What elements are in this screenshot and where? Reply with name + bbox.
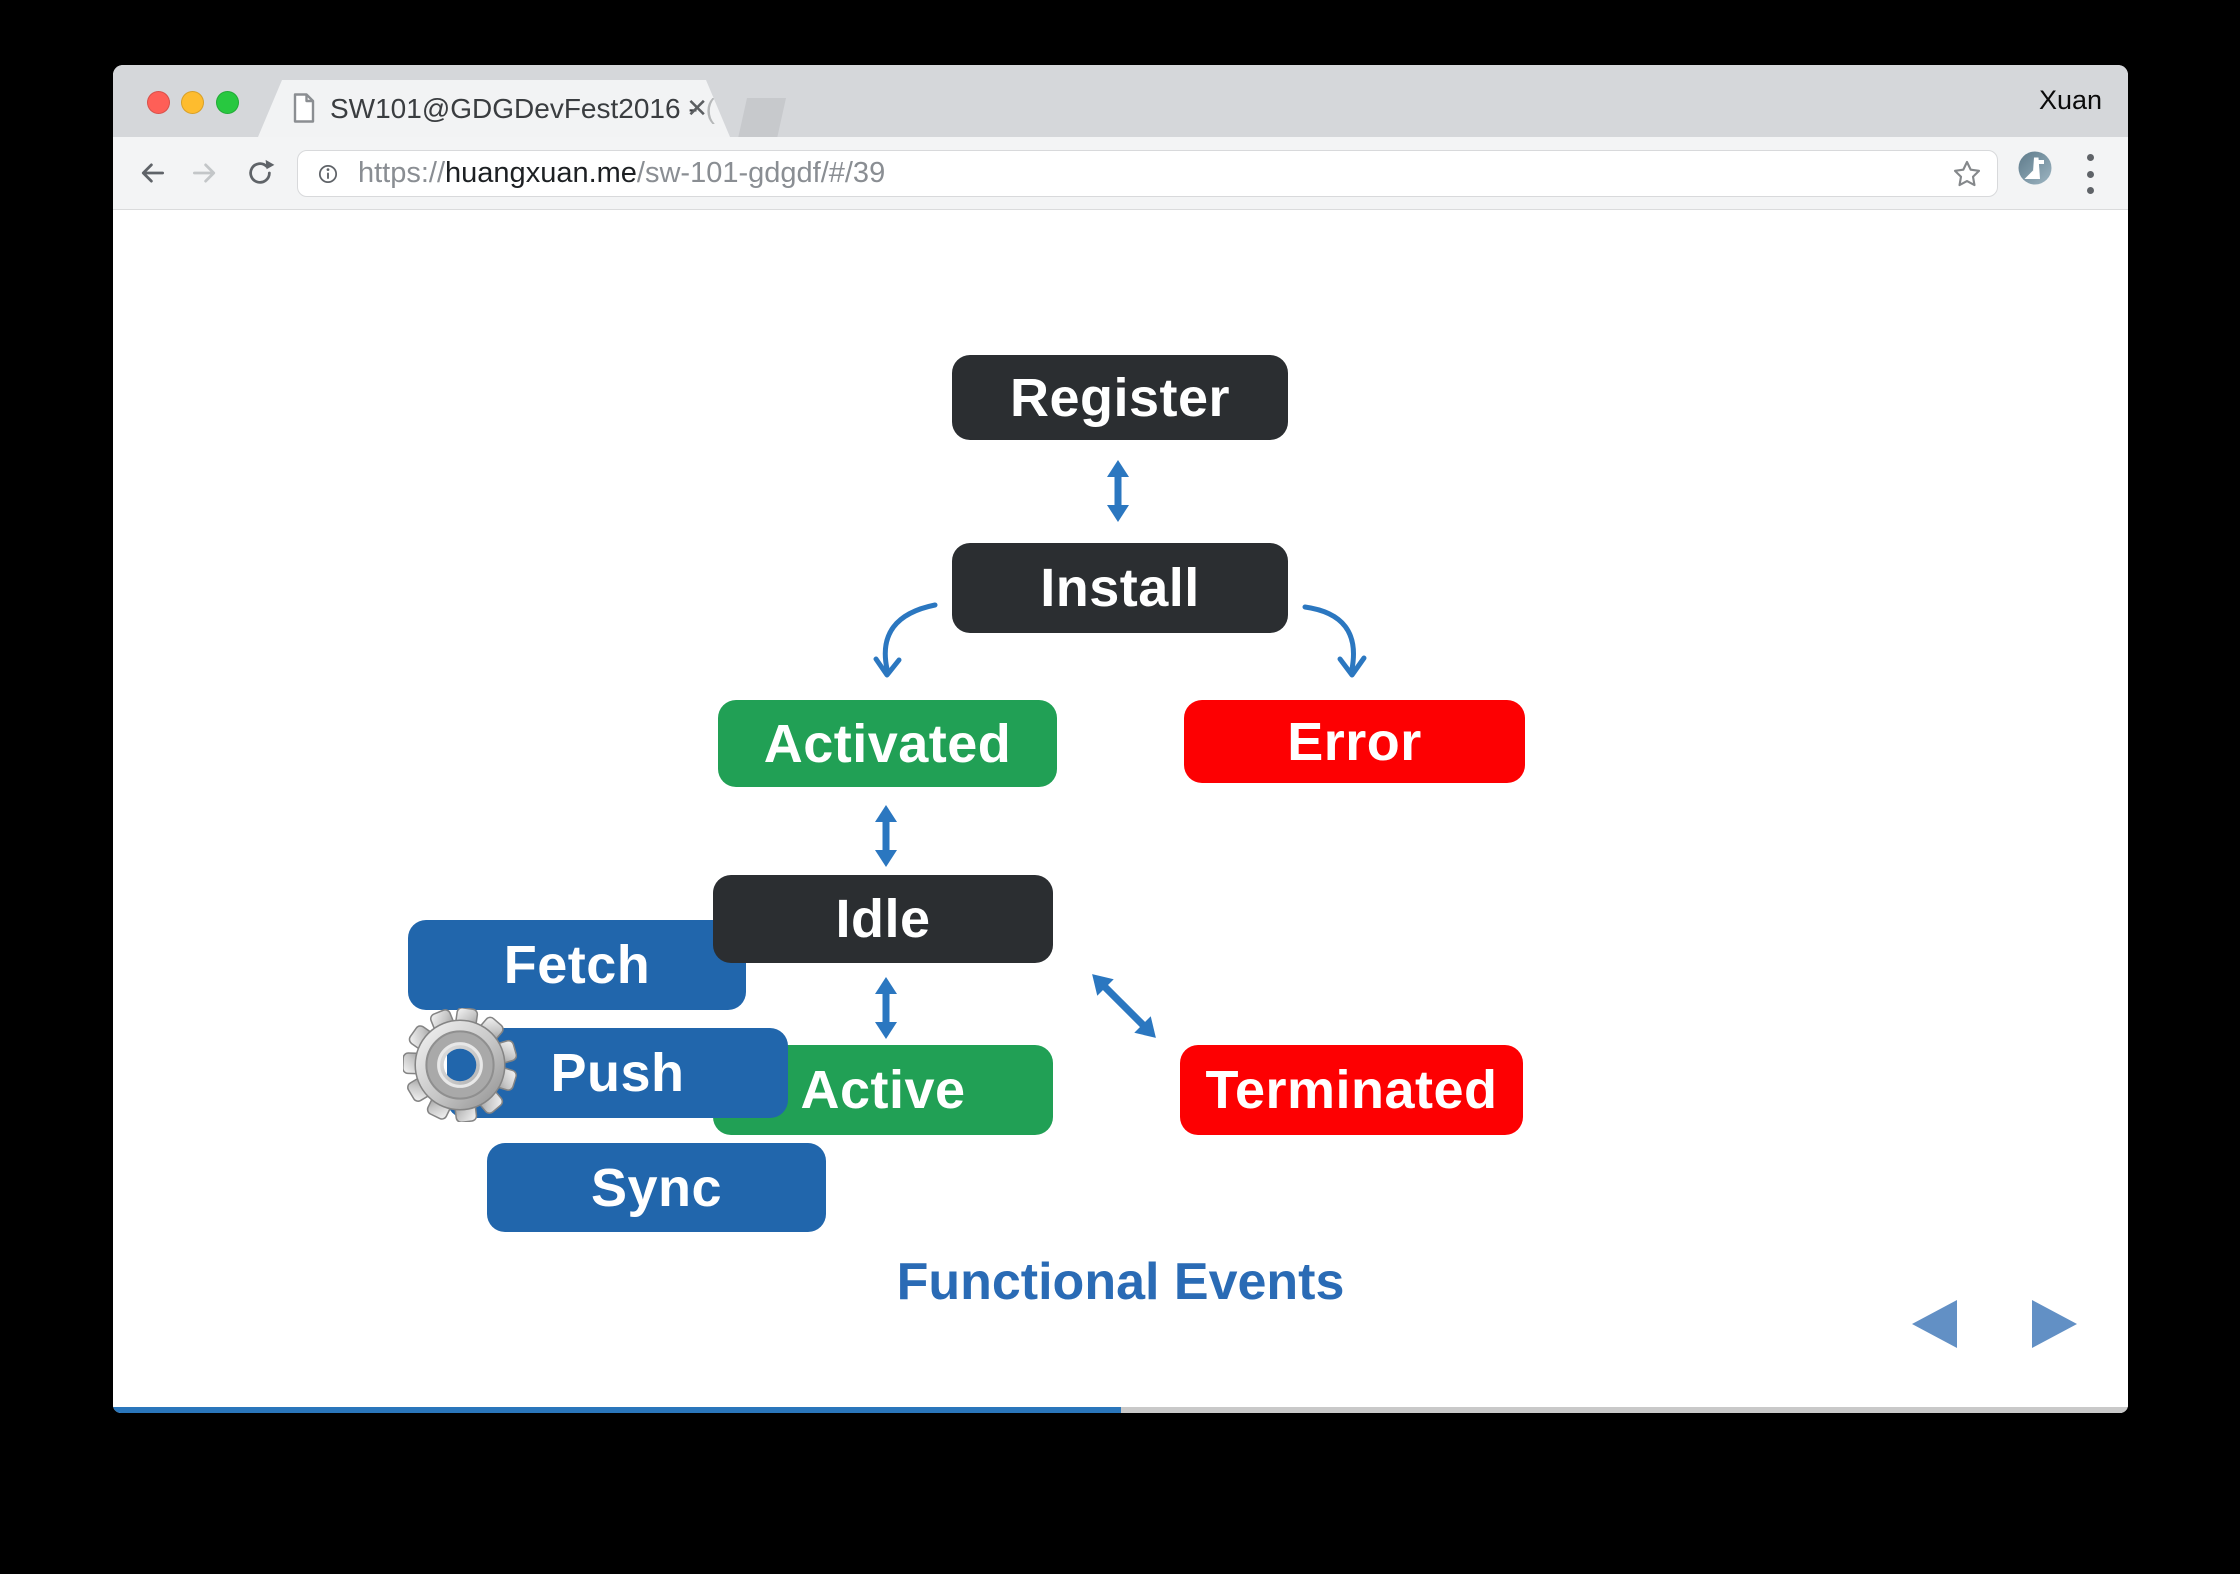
node-fetch: Fetch <box>408 920 746 1010</box>
profile-avatar-icon[interactable] <box>2018 151 2052 185</box>
gear-3d-icon <box>403 1008 517 1122</box>
next-slide-button[interactable] <box>2032 1300 2077 1348</box>
arrow-idle-active <box>875 977 897 1039</box>
node-install: Install <box>952 543 1288 633</box>
tab-close-icon[interactable]: ✕ <box>686 93 708 123</box>
url-text[interactable]: https://huangxuan.me/sw-101-gdgdf/#/39 <box>358 151 885 196</box>
node-sync: Sync <box>487 1143 826 1232</box>
active-tab[interactable]: SW101@GDGDevFest2016 - ( ✕ <box>258 80 730 137</box>
arrow-idle-terminated <box>1092 974 1156 1038</box>
slide-area: Register Install Activated Error Idle Fe… <box>113 210 2128 1407</box>
node-register: Register <box>952 355 1288 440</box>
prev-slide-button[interactable] <box>1912 1300 1957 1348</box>
browser-window: SW101@GDGDevFest2016 - ( ✕ Xuan <box>113 65 2128 1413</box>
slide-progress-bar[interactable] <box>113 1407 2128 1413</box>
minimize-window-button[interactable] <box>181 91 204 114</box>
url-protocol: https:// <box>358 157 446 189</box>
node-idle: Idle <box>713 875 1053 963</box>
info-circle-icon[interactable] <box>314 160 342 188</box>
url-path: /sw-101-gdgdf/#/39 <box>636 157 886 189</box>
reload-icon[interactable] <box>245 158 275 188</box>
tab-title-truncated: ( <box>705 92 715 124</box>
browser-toolbar: https://huangxuan.me/sw-101-gdgdf/#/39 <box>113 137 2128 210</box>
slide-caption: Functional Events <box>896 1253 1345 1311</box>
forward-arrow-icon[interactable] <box>190 158 220 188</box>
close-window-button[interactable] <box>147 91 170 114</box>
tab-title: SW101@GDGDevFest2016 - <box>330 92 698 124</box>
maximize-window-button[interactable] <box>216 91 239 114</box>
address-bar[interactable]: https://huangxuan.me/sw-101-gdgdf/#/39 <box>297 150 1998 197</box>
arrow-activated-idle <box>875 805 897 867</box>
node-terminated: Terminated <box>1180 1045 1523 1135</box>
url-host: huangxuan.me <box>445 157 637 189</box>
arrow-install-error <box>1302 604 1367 678</box>
back-arrow-icon[interactable] <box>137 158 167 188</box>
node-error: Error <box>1184 700 1525 783</box>
arrow-install-activated <box>873 602 938 678</box>
arrow-register-install <box>1107 460 1129 522</box>
browser-profile-name[interactable]: Xuan <box>2038 85 2102 115</box>
tab-strip: SW101@GDGDevFest2016 - ( ✕ Xuan <box>113 65 2128 152</box>
browser-menu-icon[interactable] <box>2084 154 2096 194</box>
page-favicon-icon <box>293 93 315 123</box>
slide-progress-fill <box>113 1407 1121 1413</box>
bookmark-star-icon[interactable] <box>1951 158 1983 190</box>
node-activated: Activated <box>718 700 1057 787</box>
